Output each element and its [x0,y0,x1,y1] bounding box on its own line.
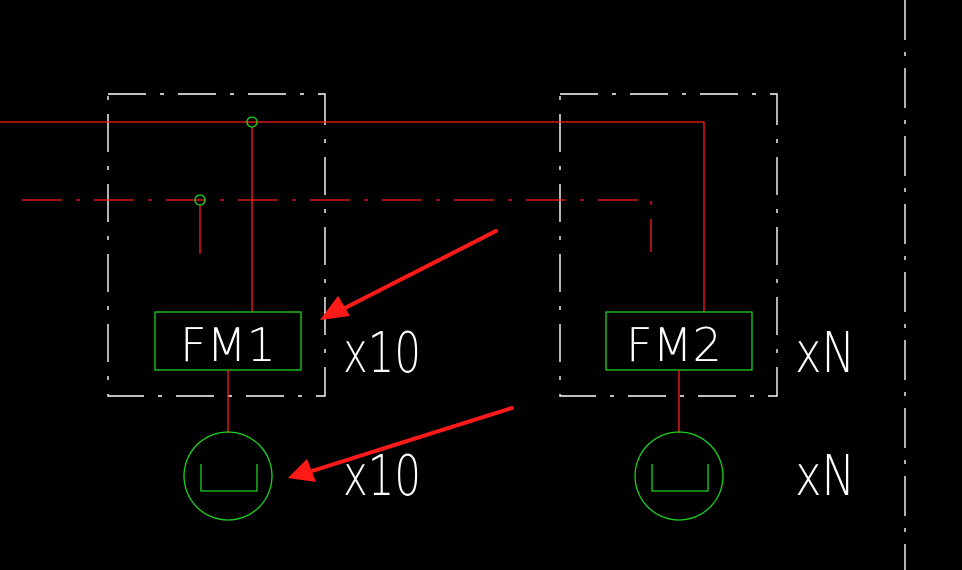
device-2-multiplier: xN [795,444,855,509]
module-fm1-multiplier: x10 [343,321,421,386]
device-2-circle [634,431,724,521]
annotation-arrow-2 [288,406,514,482]
annotation-arrow-1 [320,229,498,320]
module-fm2-multiplier: xN [795,321,855,386]
device-1-glyph [200,464,258,492]
signal-bus-wire[interactable] [0,121,705,312]
device-2-symbol[interactable] [634,431,724,521]
device-1-circle [183,431,273,521]
power-junction-node[interactable] [194,194,206,206]
enclosure-box-2[interactable] [559,93,778,397]
module-fm2-label: FM2 [626,318,722,372]
device-1-symbol[interactable] [183,431,273,521]
signal-junction-node[interactable] [246,116,258,128]
module-fm1-label: FM1 [180,318,276,372]
power-bus-wire[interactable] [22,199,652,252]
device-2-glyph [651,464,709,492]
enclosure-box-1[interactable] [107,93,326,397]
device-1-multiplier: x10 [343,444,421,509]
